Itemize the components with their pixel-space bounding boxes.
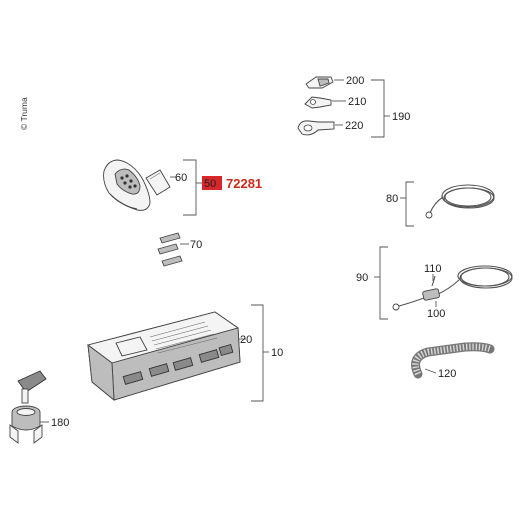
- callout-120: 120: [438, 368, 456, 380]
- callout-200: 200: [346, 75, 364, 87]
- callout-110: 110: [424, 263, 442, 275]
- callout-50: 50: [204, 178, 216, 190]
- callout-180: 180: [51, 417, 69, 429]
- copyright-text: © Truma: [19, 97, 29, 130]
- highlight-box: [202, 176, 222, 190]
- callout-10: 10: [271, 347, 283, 359]
- corrugated-hose-icon: [411, 342, 495, 379]
- battery-cover-icon: [145, 169, 171, 196]
- callout-220: 220: [345, 120, 363, 132]
- callout-80: 80: [386, 193, 398, 205]
- callout-100: 100: [427, 308, 445, 320]
- callout-90: 90: [356, 272, 368, 284]
- part-number: 72281: [226, 176, 262, 191]
- callout-60: 60: [175, 172, 187, 184]
- terminal-200-icon: [305, 76, 334, 89]
- remote-control-icon: [103, 159, 151, 211]
- terminal-210-icon: [304, 96, 332, 109]
- callout-20: 20: [240, 334, 252, 346]
- contact-pins-icon: [157, 232, 183, 267]
- terminal-220-icon: [297, 120, 335, 136]
- callout-70: 70: [190, 239, 202, 251]
- coiled-cable-80-icon: [425, 184, 495, 219]
- coiled-cable-90-icon: [392, 265, 513, 311]
- callout-210: 210: [348, 96, 366, 108]
- battery-switch-icon: [9, 370, 47, 444]
- control-unit-icon: [86, 311, 241, 401]
- callout-190: 190: [392, 111, 410, 123]
